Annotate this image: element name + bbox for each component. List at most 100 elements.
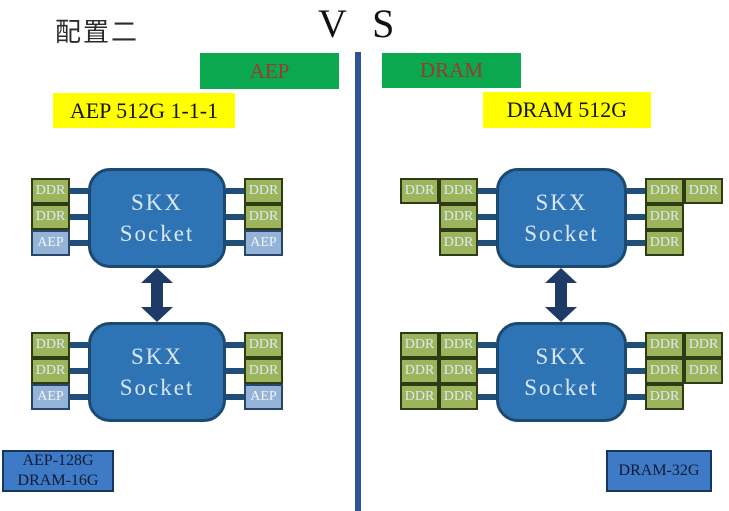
aep-module: AEP	[244, 230, 283, 256]
ddr-module: DDR	[645, 204, 684, 230]
aep-config-label: AEP 512G 1-1-1	[53, 93, 235, 128]
memory-channel-connector	[627, 394, 645, 400]
right-capacity-summary: DRAM-32G	[606, 450, 712, 492]
ddr-module: DDR	[439, 204, 478, 230]
memory-channel-connector	[70, 188, 88, 194]
memory-channel-connector	[70, 342, 88, 348]
skx-socket: SKX Socket	[88, 322, 226, 422]
memory-channel-connector	[226, 188, 244, 194]
ddr-module: DDR	[439, 384, 478, 410]
memory-channel-row: AEP	[226, 384, 283, 410]
aep-module: AEP	[31, 230, 70, 256]
memory-channel-connector	[478, 240, 496, 246]
memory-channel-connector	[226, 342, 244, 348]
memory-channel-connector	[70, 214, 88, 220]
socket-label-line1: SKX	[130, 190, 183, 215]
ddr-module: DDR	[31, 358, 70, 384]
memory-channel-row: DDR	[31, 358, 88, 384]
versus-label: V S	[318, 1, 403, 46]
double-arrow-icon	[545, 268, 577, 322]
memory-channel-connector	[226, 368, 244, 374]
skx-socket: SKX Socket	[496, 322, 627, 422]
center-divider	[355, 52, 361, 511]
ddr-module: DDR	[439, 230, 478, 256]
ddr-module: DDR	[645, 178, 684, 204]
left-capacity-summary: AEP-128G DRAM-16G	[2, 450, 114, 492]
ddr-module: DDR	[244, 204, 283, 230]
memory-channel-row: DDR	[31, 332, 88, 358]
ddr-module: DDR	[439, 178, 478, 204]
dram-config-label: DRAM 512G	[483, 92, 651, 128]
memory-channel-connector	[627, 342, 645, 348]
double-arrow-icon	[141, 268, 173, 322]
memory-channel-row: DDR	[627, 230, 723, 256]
memory-channel-connector	[478, 188, 496, 194]
memory-channel-connector	[70, 394, 88, 400]
memory-channel-row: DDR	[31, 178, 88, 204]
ddr-module: DDR	[244, 332, 283, 358]
page-title: 配置二	[55, 18, 140, 47]
skx-socket: SKX Socket	[88, 168, 226, 268]
memory-channel-connector	[627, 368, 645, 374]
ddr-module: DDR	[400, 358, 439, 384]
memory-channel-row: DDR	[226, 178, 283, 204]
ddr-module: DDR	[244, 178, 283, 204]
socket-label-line1: SKX	[535, 344, 588, 369]
ddr-module: DDR	[645, 230, 684, 256]
memory-channel-connector	[70, 368, 88, 374]
ddr-module: DDR	[400, 384, 439, 410]
ddr-module: DDR	[31, 178, 70, 204]
socket-label-line2: Socket	[524, 221, 599, 246]
memory-channel-connector	[627, 240, 645, 246]
ddr-module: DDR	[645, 332, 684, 358]
memory-channel-connector	[478, 368, 496, 374]
ddr-module: DDR	[400, 178, 439, 204]
skx-socket: SKX Socket	[496, 168, 627, 268]
memory-channel-row: AEP	[31, 230, 88, 256]
ddr-module: DDR	[31, 332, 70, 358]
memory-channel-row: DDR	[400, 204, 496, 230]
aep-banner: AEP	[200, 53, 339, 89]
memory-channel-row: DDR	[400, 230, 496, 256]
memory-channel-connector	[627, 188, 645, 194]
memory-channel-connector	[478, 394, 496, 400]
socket-interconnect-arrow	[141, 268, 173, 322]
memory-channel-connector	[70, 240, 88, 246]
dram-banner: DRAM	[382, 53, 521, 88]
ddr-module: DDR	[439, 358, 478, 384]
socket-label-line1: SKX	[535, 190, 588, 215]
ddr-module: DDR	[684, 332, 723, 358]
ddr-module: DDR	[439, 332, 478, 358]
ddr-module: DDR	[684, 358, 723, 384]
ddr-module: DDR	[400, 332, 439, 358]
ddr-module: DDR	[244, 358, 283, 384]
memory-channel-row: DDR	[31, 204, 88, 230]
socket-label-line2: Socket	[524, 375, 599, 400]
memory-channel-connector	[478, 214, 496, 220]
ddr-module: DDR	[645, 358, 684, 384]
socket-interconnect-arrow	[545, 268, 577, 322]
ddr-module: DDR	[645, 384, 684, 410]
ddr-module: DDR	[31, 204, 70, 230]
memory-channel-row: DDR	[226, 332, 283, 358]
memory-channel-connector	[226, 214, 244, 220]
ddr-module: DDR	[684, 178, 723, 204]
